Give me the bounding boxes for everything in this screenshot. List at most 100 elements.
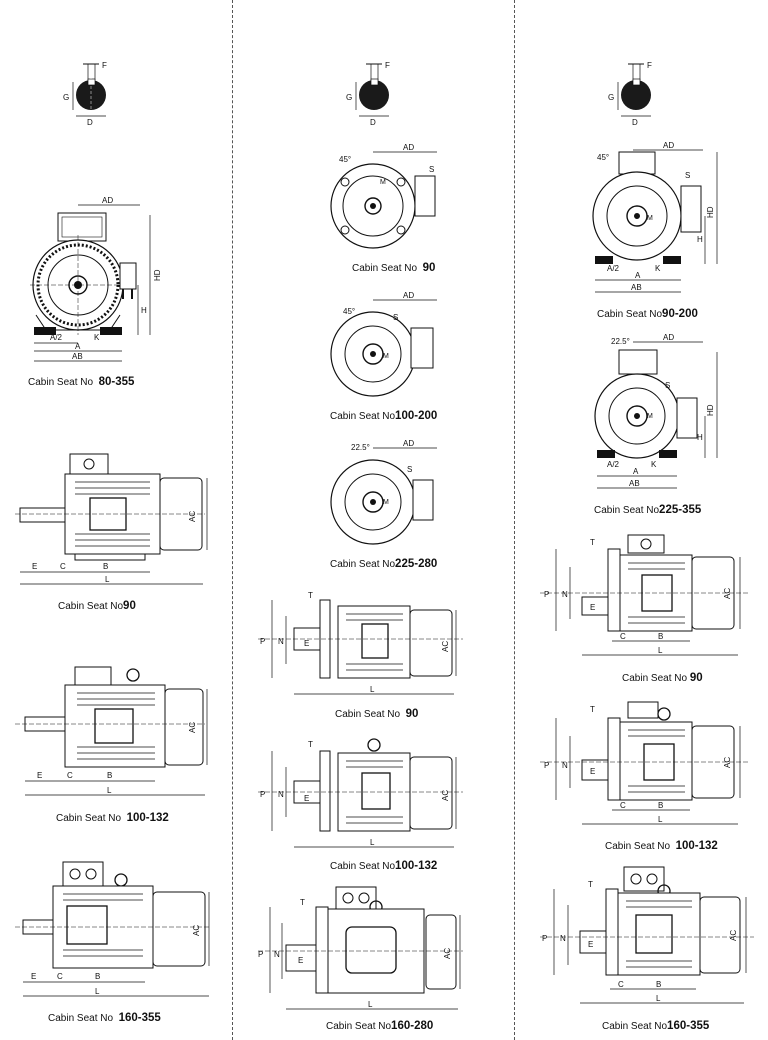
dim-AD: AD: [403, 439, 414, 448]
dim-M: M: [380, 179, 386, 186]
dim-P: P: [542, 934, 547, 943]
column-divider-right: [514, 0, 515, 1040]
flange-foot-side-view-160-355: T P N E AC C B L: [540, 866, 754, 1004]
dim-A2: A/2: [607, 460, 620, 469]
dim-A: A: [633, 467, 639, 476]
dim-AC: AC: [441, 790, 450, 801]
dim-P: P: [258, 950, 263, 959]
dim-L: L: [658, 646, 663, 655]
dim-L: L: [370, 838, 375, 847]
dim-AC: AC: [443, 948, 452, 959]
dim-AC: AC: [192, 925, 201, 936]
dim-AD: AD: [663, 333, 674, 342]
dim-A: A: [75, 342, 81, 351]
flange-side-view-100-132: T P N E AC L: [258, 738, 463, 848]
dim-E: E: [590, 603, 595, 612]
dim-N: N: [562, 590, 568, 599]
dim-H: H: [697, 433, 703, 442]
dim-M: M: [383, 353, 389, 360]
dim-S: S: [665, 381, 670, 390]
dim-T: T: [308, 740, 313, 749]
side-view-foot-motor-90: AC E C B L: [15, 453, 208, 585]
dim-N: N: [278, 637, 284, 646]
dim-S: S: [429, 165, 434, 174]
dim-F: F: [102, 61, 107, 70]
caption-c3-side1: Cabin Seat No 90: [622, 672, 703, 684]
dim-angle: 22.5°: [611, 337, 630, 346]
dim-E: E: [304, 794, 309, 803]
dim-T: T: [590, 538, 595, 547]
caption-c2-flange2: Cabin Seat No100-200: [330, 410, 438, 422]
caption-c2-side2: Cabin Seat No100-132: [330, 860, 438, 872]
dim-T: T: [590, 705, 595, 714]
caption-c1-side2: Cabin Seat No 100-132: [56, 812, 169, 824]
dim-E: E: [37, 771, 42, 780]
column-divider-left: [232, 0, 233, 1040]
dim-HD: HD: [153, 269, 162, 281]
dim-E: E: [304, 639, 309, 648]
caption-c3-side2: Cabin Seat No 100-132: [605, 840, 718, 852]
dim-angle: 45°: [343, 307, 355, 316]
dim-L: L: [368, 1000, 373, 1009]
dim-M: M: [647, 215, 653, 222]
caption-c1-side3: Cabin Seat No 160-355: [48, 1012, 161, 1024]
dim-L: L: [105, 575, 110, 584]
dim-T: T: [300, 898, 305, 907]
dim-AB: AB: [631, 283, 642, 292]
dim-AC: AC: [723, 588, 732, 599]
dim-K: K: [655, 264, 661, 273]
dim-L: L: [95, 987, 100, 996]
dim-P: P: [544, 761, 549, 770]
dim-P: P: [260, 637, 265, 646]
dim-N: N: [274, 950, 280, 959]
shaft-key-section-col2: F G D: [346, 61, 390, 127]
dim-AC: AC: [441, 641, 450, 652]
dim-S: S: [407, 465, 412, 474]
dim-A: A: [635, 271, 641, 280]
dim-T: T: [588, 880, 593, 889]
dim-D: D: [87, 118, 93, 127]
dim-D: D: [370, 118, 376, 127]
dim-AD: AD: [102, 196, 113, 205]
dim-AD: AD: [663, 141, 674, 150]
side-view-foot-motor-160-355: AC E C B L: [15, 861, 211, 997]
flange-front-view-90: AD 45° M S: [330, 143, 437, 249]
dim-angle: 45°: [339, 155, 351, 164]
dim-C: C: [618, 980, 624, 989]
dim-G: G: [63, 93, 69, 102]
dim-L: L: [107, 786, 112, 795]
dim-A2: A/2: [607, 264, 620, 273]
dim-C: C: [57, 972, 63, 981]
shaft-key-section-col3: F G D: [608, 61, 652, 127]
dim-D: D: [632, 118, 638, 127]
dim-AD: AD: [403, 291, 414, 300]
shaft-key-section-col1: F G D: [63, 61, 107, 127]
dim-HD: HD: [706, 206, 715, 218]
caption-c2-side3: Cabin Seat No160-280: [326, 1020, 434, 1032]
dim-HD: HD: [706, 404, 715, 416]
caption-c2-flange3: Cabin Seat No225-280: [330, 558, 438, 570]
dim-P: P: [544, 590, 549, 599]
dim-B: B: [658, 801, 663, 810]
dim-angle: 45°: [597, 153, 609, 162]
dim-H: H: [697, 235, 703, 244]
dim-N: N: [560, 934, 566, 943]
dim-B: B: [656, 980, 661, 989]
front-view-flange-foot-90-200: AD 45° M S HD H A/2 K A AB: [592, 141, 718, 293]
dim-H: H: [141, 306, 147, 315]
dim-AC: AC: [723, 757, 732, 768]
flange-side-view-90: T P N E AC L: [258, 591, 463, 695]
dim-C: C: [60, 562, 66, 571]
dim-N: N: [562, 761, 568, 770]
dim-AC: AC: [188, 511, 197, 522]
front-view-foot-motor: AD HD H A/2 K A AB: [30, 196, 162, 362]
dim-T: T: [308, 591, 313, 600]
dim-F: F: [647, 61, 652, 70]
dim-E: E: [31, 972, 36, 981]
dim-A2: A/2: [50, 333, 63, 342]
dim-S: S: [393, 313, 398, 322]
flange-foot-side-view-100-132: T P N E AC C B L: [540, 701, 750, 825]
dim-AB: AB: [72, 352, 83, 361]
dim-E: E: [298, 956, 303, 965]
dim-C: C: [620, 801, 626, 810]
